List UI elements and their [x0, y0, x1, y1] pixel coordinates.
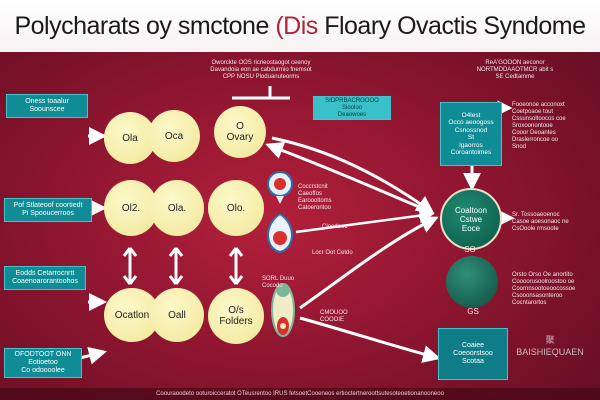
circle-3: O Ovary	[214, 106, 266, 158]
watermark: 聚 BAISHIEQUAEN	[516, 335, 584, 357]
arrow-vert-2	[168, 247, 184, 285]
arrow-left-4	[79, 346, 107, 365]
left-box-3: Eodds Cetarrocnrtt Coaenoarorantoohos	[4, 266, 86, 290]
right-gs-label: GS	[467, 307, 479, 316]
arrow-curve-top-b	[265, 141, 433, 214]
circle-8: Oall	[150, 288, 204, 342]
title-bar: Polycharats oy smctone (Dis Floary Ovact…	[0, 0, 600, 52]
left-box-1: Oness toaalur Soounscee	[6, 94, 88, 118]
right-bottom-box-text: Coaiee Coeoorstsoo Scotaa	[453, 342, 493, 365]
mid-label-5: CMOUOO COOOIE	[320, 310, 348, 323]
right-circle-2	[446, 256, 498, 308]
right-teal-box: O4lest Occo aeoogoss Csnossnod St lgaorr…	[440, 102, 502, 166]
arrow-vert-3	[228, 247, 244, 285]
cell-icon-3	[271, 283, 295, 337]
right-note-3: Orsto Orso Oe anortito Coooorusoolroosto…	[512, 272, 576, 306]
circle-6: Olo.	[208, 180, 264, 236]
arrow-mid	[295, 208, 435, 234]
header-right-text: ReA'GOOON aeconor NORTMDDAAOTMCR abit s …	[476, 60, 554, 80]
right-circle-1: Coaltoon Cstwe Eoce	[440, 188, 502, 250]
right-note-2: Sr. Tossoaeoenoc Casoe aoesonaoc ne CsOo…	[512, 212, 569, 232]
cell-icon-1	[267, 171, 293, 204]
arrow-diag	[299, 216, 439, 310]
circle-2: Oca	[148, 110, 200, 162]
top-bracket	[232, 86, 290, 100]
cell-icon-2	[267, 212, 293, 254]
circle-9: O/s Folders	[208, 288, 264, 344]
footer-text: Coouraoodeto ooturoicceratot OTeusrentoo…	[0, 388, 600, 400]
right-note-1: Fooeonoe acconoxt Coetpoaoe tout Cssunso…	[512, 102, 566, 150]
right-so-label: SO	[464, 245, 476, 254]
mid-label-2: Cloodeoc	[322, 224, 348, 230]
header-top-text: Oworckte OOS ricrieostaogot ceenoy Davan…	[210, 60, 312, 80]
arrow-bottom	[299, 316, 441, 363]
mid-label-1: Coccrstcnit Caeoffos Earoooltoms Catoero…	[298, 184, 332, 211]
title-mark: (Dis	[275, 11, 318, 40]
circle-1: Ola	[104, 112, 156, 164]
page-title: Polycharats oy smctone (Dis Floary Ovact…	[14, 11, 586, 40]
circle-5: Ola.	[150, 180, 204, 236]
arrow-curve-top	[271, 136, 435, 214]
right-bottom-box: Coaiee Coeoorstsoo Scotaa	[438, 328, 508, 380]
mid-label-3: Locr Oot Cetdo	[312, 250, 353, 256]
header-box-top: SIDPRBACROOOO Siooloo Deaowoes	[313, 96, 391, 120]
arrow-vert-1	[122, 247, 138, 285]
circle-4: Ol2.	[104, 180, 158, 236]
mid-label-4: SORL Duuo Cocodo	[262, 276, 295, 289]
left-box-2: Pof Stlateoof coortiedt Pi Spooucerroos	[4, 198, 92, 222]
left-box-4: OFODTOOT ONN Eotioetoo Co odoooolee	[4, 348, 82, 378]
